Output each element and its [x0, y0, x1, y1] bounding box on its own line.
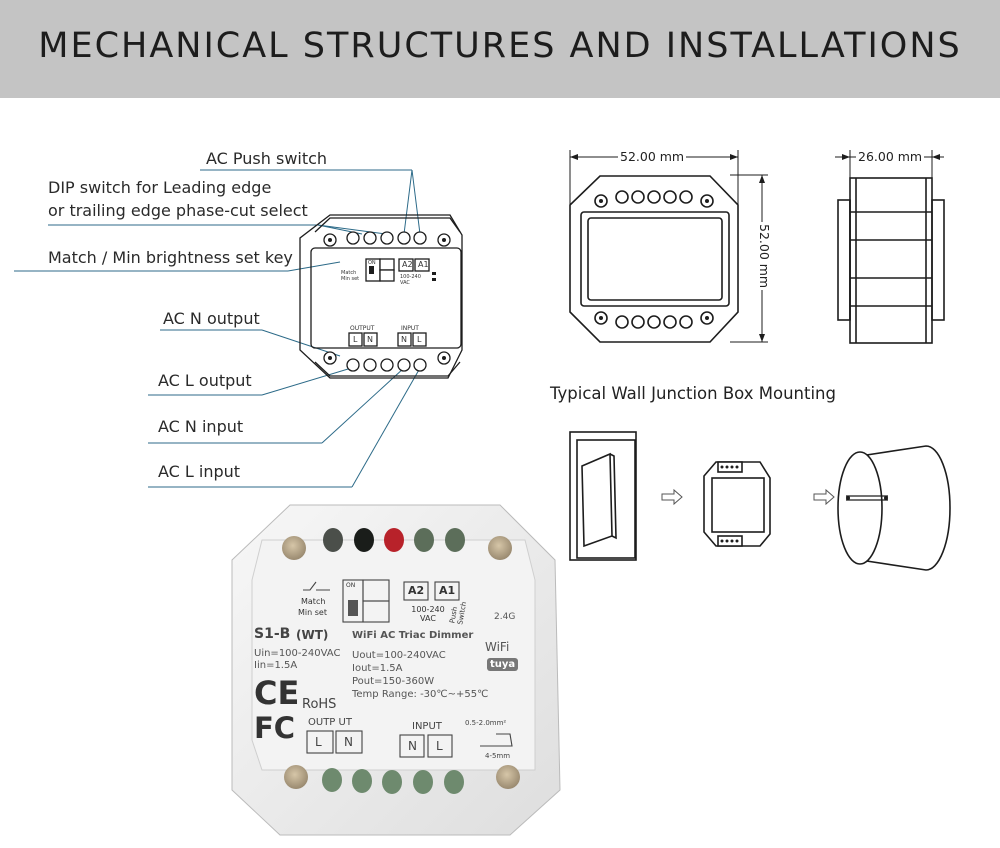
schematic-input-l: L: [417, 335, 422, 344]
product-temp: Temp Range: -30℃~+55℃: [352, 689, 489, 700]
product-uout: Uout=100-240VAC: [352, 650, 446, 661]
product-output-label: OUTP UT: [308, 717, 352, 728]
product-variant: (WT): [296, 628, 329, 642]
product-min-set-label: Min set: [298, 608, 327, 617]
product-wifi-label: WiFi: [485, 640, 510, 654]
schematic-min-set-label: Min set: [341, 276, 360, 282]
product-a2-label: A2: [408, 584, 425, 597]
schematic-output-l: L: [353, 335, 358, 344]
tuya-logo: tuya: [487, 658, 519, 671]
product-pout: Pout=150-360W: [352, 676, 435, 687]
product-push-switch-label: Push Switch: [448, 601, 469, 626]
product-fc-mark: FC: [254, 711, 296, 745]
header-banner: MECHANICAL STRUCTURES AND INSTALLATIONS: [0, 0, 1000, 98]
product-input-label: INPUT: [412, 721, 442, 732]
product-input-n: N: [408, 739, 417, 753]
product-wire-size: 0.5-2.0mm²: [465, 719, 507, 727]
product-rohs: RoHS: [302, 697, 337, 712]
product-strip-length: 4-5mm: [485, 752, 511, 760]
schematic-output-n: N: [367, 335, 373, 344]
product-on-label: ON: [346, 582, 356, 589]
schematic-match-label: Match: [341, 270, 357, 276]
schematic-input-n: N: [401, 335, 407, 344]
product-output-n: N: [344, 735, 353, 749]
product-match-label: Match: [301, 597, 326, 606]
callout-dip-switch-line1: DIP switch for Leading edge: [48, 178, 272, 197]
callout-ac-l-output: AC L output: [158, 371, 252, 390]
product-output-l: L: [315, 735, 322, 749]
product-band-label: 2.4G: [494, 612, 516, 622]
dimension-width: 52.00 mm: [618, 149, 687, 164]
product-input-l: L: [436, 739, 443, 753]
callout-match-key: Match / Min brightness set key: [48, 248, 293, 267]
product-uin: Uin=100-240VAC: [254, 648, 341, 659]
product-ce-mark: CE: [254, 674, 300, 712]
page-title: MECHANICAL STRUCTURES AND INSTALLATIONS: [38, 26, 962, 66]
schematic-on-label: ON: [368, 260, 376, 266]
callout-ac-n-output: AC N output: [163, 309, 260, 328]
schematic-voltage-label: 100-240 VAC: [400, 274, 421, 286]
product-iout: Iout=1.5A: [352, 663, 403, 674]
schematic-output-label: OUTPUT: [350, 325, 375, 332]
product-a1-label: A1: [439, 584, 456, 597]
dimension-depth: 26.00 mm: [856, 149, 925, 164]
schematic-input-label: INPUT: [401, 325, 419, 332]
callout-ac-l-input: AC L input: [158, 462, 241, 481]
product-iin: Iin=1.5A: [254, 660, 298, 671]
product-voltage-label: 100-240 VAC: [411, 605, 445, 623]
callout-ac-push-switch: AC Push switch: [206, 149, 328, 168]
callout-ac-n-input: AC N input: [158, 417, 244, 436]
schematic-a2-label: A2: [402, 260, 413, 269]
callout-dip-switch-line2: or trailing edge phase-cut select: [48, 201, 308, 220]
product-model: S1-B: [254, 626, 291, 642]
schematic-a1-label: A1: [418, 260, 429, 269]
product-name: WiFi AC Triac Dimmer: [352, 630, 474, 641]
mounting-title: Typical Wall Junction Box Mounting: [550, 384, 836, 403]
